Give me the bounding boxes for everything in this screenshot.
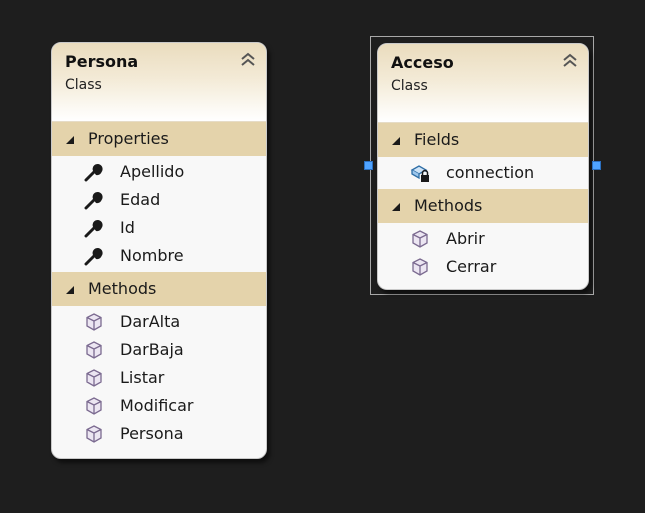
double-chevron-up-icon[interactable]	[239, 51, 257, 69]
property-label: Id	[120, 218, 135, 237]
wrench-icon	[84, 192, 103, 210]
section-methods[interactable]: Methods	[378, 189, 588, 223]
property-item[interactable]: Id	[52, 214, 266, 242]
class-header[interactable]: Persona Class	[52, 43, 266, 122]
section-title: Methods	[88, 279, 157, 298]
property-label: Nombre	[120, 246, 184, 265]
method-item[interactable]: Cerrar	[378, 253, 588, 281]
method-item[interactable]: Abrir	[378, 225, 588, 253]
section-title: Fields	[414, 130, 460, 149]
class-header[interactable]: Acceso Class	[378, 44, 588, 123]
method-item[interactable]: DarAlta	[52, 308, 266, 336]
cube-icon	[412, 258, 428, 276]
resize-handle-right[interactable]	[592, 161, 601, 170]
triangle-down-icon[interactable]	[391, 136, 401, 146]
section-title: Properties	[88, 129, 169, 148]
wrench-icon	[84, 164, 103, 182]
field-label: connection	[446, 163, 535, 182]
class-name: Persona	[65, 52, 139, 71]
private-field-icon	[410, 165, 429, 182]
section-methods[interactable]: Methods	[52, 272, 266, 306]
cube-icon	[86, 369, 102, 387]
method-label: DarAlta	[120, 312, 181, 331]
property-label: Apellido	[120, 162, 185, 181]
method-item[interactable]: DarBaja	[52, 336, 266, 364]
cube-icon	[86, 397, 102, 415]
property-item[interactable]: Nombre	[52, 242, 266, 270]
resize-handle-left[interactable]	[364, 161, 373, 170]
cube-icon	[86, 341, 102, 359]
section-fields[interactable]: Fields	[378, 123, 588, 157]
class-kind: Class	[65, 77, 102, 93]
property-item[interactable]: Apellido	[52, 158, 266, 186]
method-label: Listar	[120, 368, 165, 387]
wrench-icon	[84, 248, 103, 266]
triangle-down-icon[interactable]	[65, 135, 75, 145]
method-item[interactable]: Listar	[52, 364, 266, 392]
section-title: Methods	[414, 196, 483, 215]
method-item[interactable]: Persona	[52, 420, 266, 448]
method-label: DarBaja	[120, 340, 184, 359]
method-label: Modificar	[120, 396, 194, 415]
class-persona[interactable]: Persona Class Properties Apellido Edad	[51, 42, 267, 459]
class-name: Acceso	[391, 53, 454, 72]
method-item[interactable]: Modificar	[52, 392, 266, 420]
cube-icon	[86, 313, 102, 331]
triangle-down-icon[interactable]	[65, 285, 75, 295]
cube-icon	[86, 425, 102, 443]
cube-icon	[412, 230, 428, 248]
method-label: Persona	[120, 424, 184, 443]
double-chevron-up-icon[interactable]	[561, 52, 579, 70]
property-label: Edad	[120, 190, 161, 209]
method-label: Cerrar	[446, 257, 497, 276]
field-item[interactable]: connection	[378, 159, 588, 187]
class-acceso[interactable]: Acceso Class Fields connection Methods	[377, 43, 589, 290]
method-label: Abrir	[446, 229, 485, 248]
class-kind: Class	[391, 78, 428, 94]
triangle-down-icon[interactable]	[391, 202, 401, 212]
section-properties[interactable]: Properties	[52, 122, 266, 156]
property-item[interactable]: Edad	[52, 186, 266, 214]
wrench-icon	[84, 220, 103, 238]
